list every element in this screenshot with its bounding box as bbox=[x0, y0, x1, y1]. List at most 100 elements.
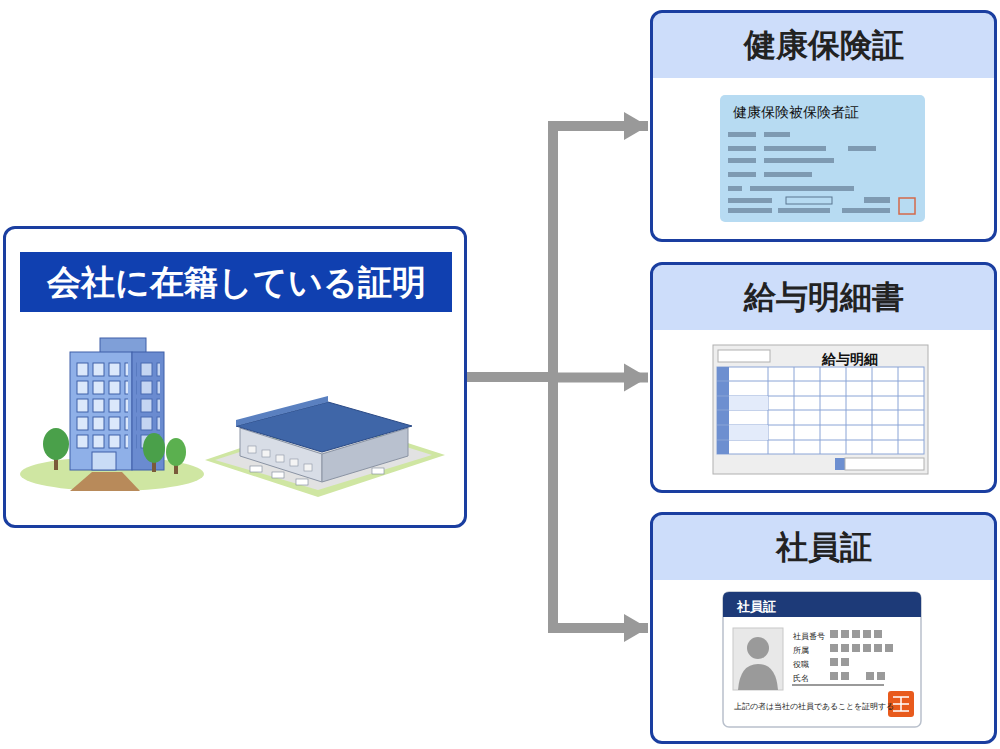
id-card-part bbox=[723, 592, 921, 617]
id-card-part-part bbox=[852, 630, 860, 638]
heading-text: 給与明細 bbox=[775, 350, 925, 369]
insurance-card-part-part bbox=[728, 172, 756, 177]
office-building-part bbox=[132, 352, 164, 470]
insurance-card-part-part bbox=[764, 158, 834, 163]
warehouse-part-part bbox=[304, 464, 312, 471]
payslip-sheet-part-part bbox=[820, 367, 821, 454]
payslip-sheet-part-part bbox=[846, 367, 847, 454]
heading-text: 社員証 bbox=[737, 599, 776, 615]
insurance-card-part-part bbox=[764, 146, 826, 151]
id-card-part-part bbox=[841, 658, 849, 666]
trees bbox=[43, 428, 186, 474]
id-card-part-part bbox=[841, 672, 849, 680]
field-label: 氏名 bbox=[793, 674, 809, 684]
insurance-card-part-part bbox=[778, 208, 830, 213]
warehouse-part-part bbox=[250, 466, 262, 472]
insurance-card-part bbox=[720, 95, 925, 222]
warehouse-part-part bbox=[372, 468, 384, 474]
payslip-sheet-part bbox=[835, 458, 845, 470]
insurance-card-part bbox=[899, 198, 915, 214]
insurance-card-part bbox=[728, 132, 890, 213]
payslip-sheet-part bbox=[713, 345, 928, 474]
insurance-card-part-part bbox=[728, 146, 756, 151]
id-card-part-part bbox=[830, 658, 838, 666]
payslip-sheet: 給与明細 bbox=[716, 348, 931, 477]
company-panel-part bbox=[20, 252, 452, 312]
id-card-part-part bbox=[863, 630, 871, 638]
warehouse-part-part bbox=[276, 455, 284, 462]
heading-text: 会社に在籍している証明 bbox=[20, 252, 452, 312]
warehouse-part bbox=[248, 446, 312, 471]
field-label: 役職 bbox=[793, 660, 809, 670]
insurance-card: 健康保険被保険者証 bbox=[723, 98, 928, 225]
id-card-part-part bbox=[830, 672, 838, 680]
payslip-sheet-part-part bbox=[794, 367, 795, 454]
document-panel: 健康保険被保険者証 健康保険証 bbox=[650, 10, 997, 242]
id-card-part bbox=[888, 691, 914, 717]
warehouse-part-part bbox=[290, 459, 298, 466]
office-building bbox=[20, 338, 204, 491]
payslip-sheet-part-part bbox=[898, 367, 899, 454]
heading-text: 健康保険証 bbox=[650, 10, 997, 80]
company-panel bbox=[4, 227, 466, 527]
document-panel: 給与明細 給与明細書 bbox=[650, 262, 997, 493]
office-building-part bbox=[92, 452, 116, 470]
insurance-card-part-part bbox=[764, 132, 790, 137]
insurance-card-part-part bbox=[728, 132, 756, 137]
insurance-card-part-part bbox=[764, 172, 812, 177]
trees-part bbox=[166, 438, 186, 466]
warehouse-part-part bbox=[262, 450, 270, 457]
insurance-card-part-part bbox=[728, 208, 772, 213]
heading-text: 社員証 bbox=[650, 512, 997, 582]
id-card-part-part bbox=[852, 644, 860, 652]
id-card-part bbox=[830, 630, 893, 680]
id-card bbox=[723, 592, 921, 727]
id-card-part-part bbox=[866, 672, 874, 680]
trees-part bbox=[143, 433, 165, 463]
insurance-card-part-part bbox=[842, 208, 890, 213]
warehouse-part-part bbox=[296, 479, 308, 485]
insurance-card-part-part bbox=[864, 197, 890, 203]
office-building-part bbox=[70, 472, 140, 491]
id-card-part-part bbox=[841, 644, 849, 652]
payslip-sheet-part bbox=[729, 396, 768, 410]
field-label: 所属 bbox=[793, 646, 809, 656]
trees-part bbox=[43, 428, 69, 460]
payslip-sheet-part-part bbox=[872, 367, 873, 454]
payslip-sheet-part bbox=[717, 367, 924, 454]
heading-text: 健康保険被保険者証 bbox=[733, 104, 859, 121]
insurance-card-part bbox=[786, 197, 832, 204]
company-panel-part bbox=[4, 227, 466, 527]
field-label: 社員番号 bbox=[793, 632, 825, 642]
id-card-part bbox=[723, 592, 921, 727]
id-card-part bbox=[747, 637, 769, 659]
insurance-card-part-part bbox=[750, 186, 854, 191]
id-card-part bbox=[893, 697, 909, 711]
id-card-part-part bbox=[830, 630, 838, 638]
arrow-connector bbox=[467, 126, 648, 377]
payslip-sheet-part bbox=[717, 367, 924, 454]
warehouse-part bbox=[236, 402, 412, 452]
payslip-sheet-part bbox=[845, 458, 924, 470]
office-building-part bbox=[70, 352, 132, 470]
payslip-sheet-part-part bbox=[768, 367, 769, 454]
footer-note: 上記の者は当社の社員であることを証明する bbox=[734, 702, 889, 711]
warehouse-part-part bbox=[248, 446, 256, 453]
arrow-connector bbox=[467, 377, 648, 628]
warehouse bbox=[205, 396, 445, 497]
document-panel: 社員証社員番号所属役職氏名上記の者は当社の社員であることを証明する社員証 bbox=[650, 512, 997, 744]
insurance-card-part-part bbox=[728, 198, 772, 203]
warehouse-part bbox=[250, 466, 384, 485]
id-card-part bbox=[738, 664, 778, 690]
payslip-sheet-part bbox=[729, 425, 768, 440]
insurance-card bbox=[720, 95, 925, 222]
office-building-part bbox=[76, 362, 128, 452]
id-card: 社員証社員番号所属役職氏名上記の者は当社の社員であることを証明する bbox=[726, 595, 924, 730]
id-card-part bbox=[792, 684, 884, 686]
id-card-part-part bbox=[830, 644, 838, 652]
insurance-card-part-part bbox=[728, 158, 756, 163]
heading-text: 給与明細書 bbox=[650, 262, 997, 332]
id-card-part-part bbox=[893, 697, 909, 711]
id-card-part-part bbox=[885, 644, 893, 652]
